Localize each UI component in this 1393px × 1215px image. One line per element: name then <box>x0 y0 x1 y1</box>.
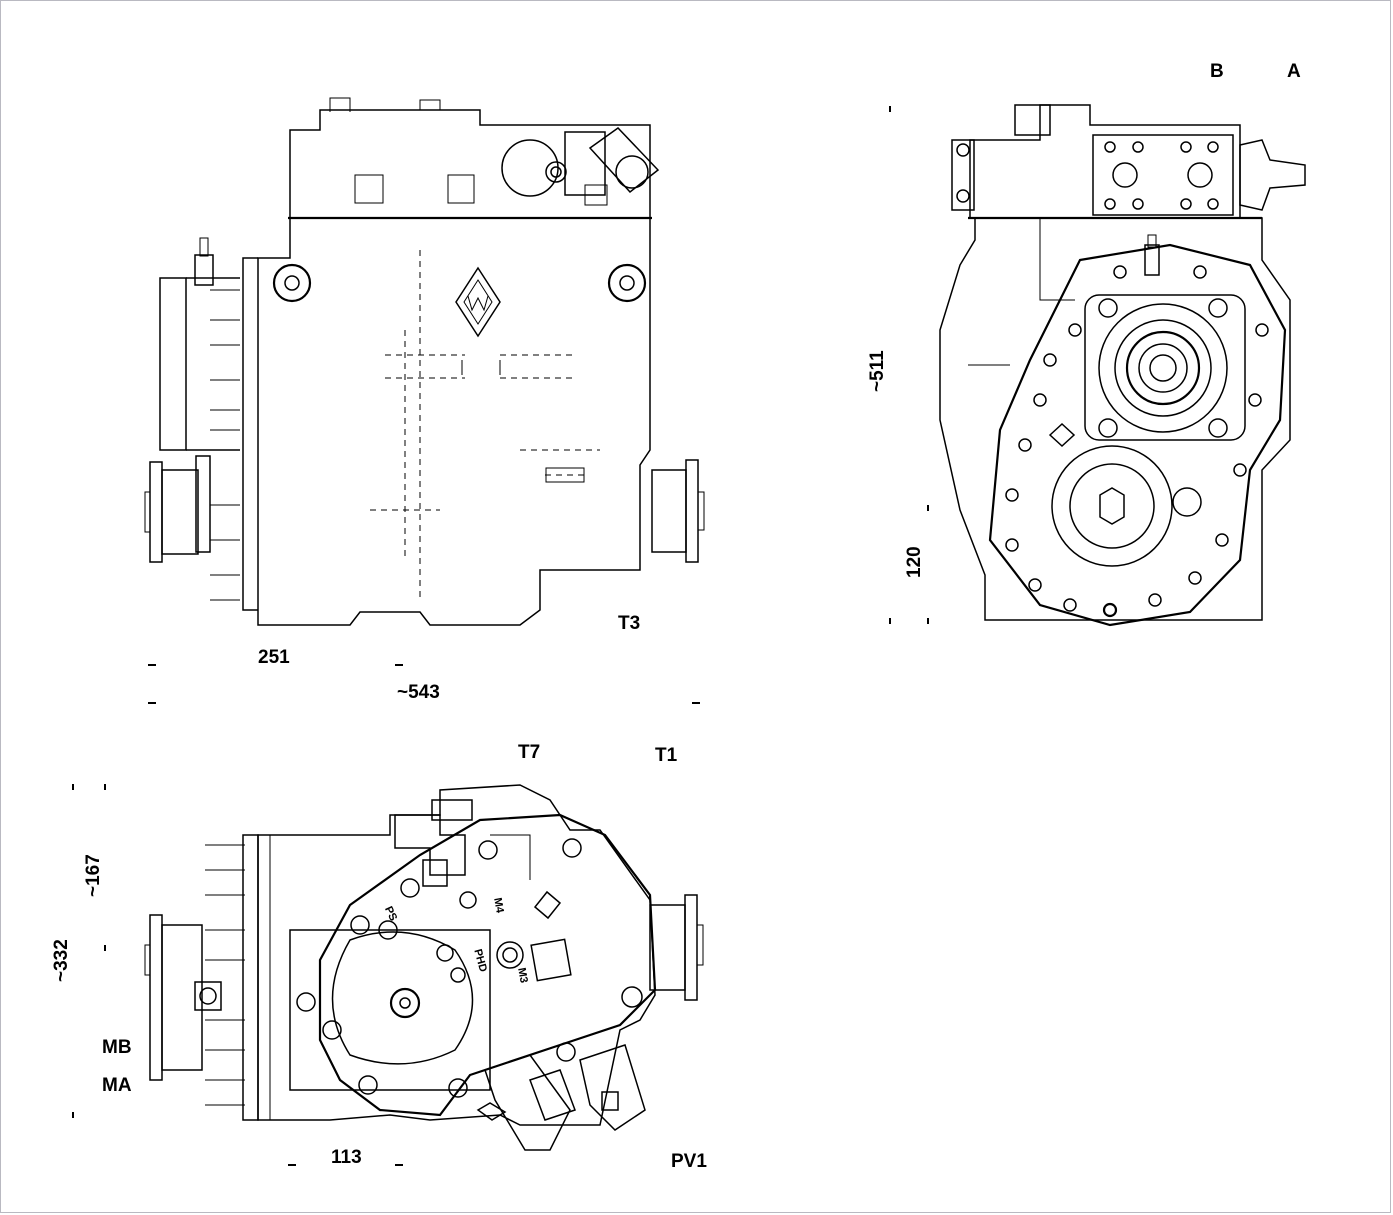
port-label-pv1: PV1 <box>671 1151 707 1172</box>
engraved-m3: M3 <box>515 966 530 984</box>
port-label-mb: MB <box>102 1037 132 1058</box>
dimension-251: 251 <box>258 647 290 668</box>
dimension-543: ~543 <box>397 682 440 703</box>
front-view <box>889 104 1306 627</box>
dimension-113: 113 <box>331 1147 362 1168</box>
port-label-t1: T1 <box>655 745 678 766</box>
top-view <box>72 784 704 1166</box>
port-label-t3: T3 <box>618 613 641 634</box>
dimension-511: ~511 <box>867 350 888 392</box>
dimension-167: ~167 <box>83 854 104 897</box>
port-label-ma: MA <box>102 1075 132 1096</box>
engraved-m4: M4 <box>491 896 506 914</box>
port-label-a: A <box>1287 61 1301 82</box>
port-label-b: B <box>1210 61 1224 82</box>
dimension-332: ~332 <box>51 939 72 982</box>
port-label-t7: T7 <box>518 742 541 763</box>
dimension-120: 120 <box>904 546 925 578</box>
side-view <box>144 97 705 704</box>
